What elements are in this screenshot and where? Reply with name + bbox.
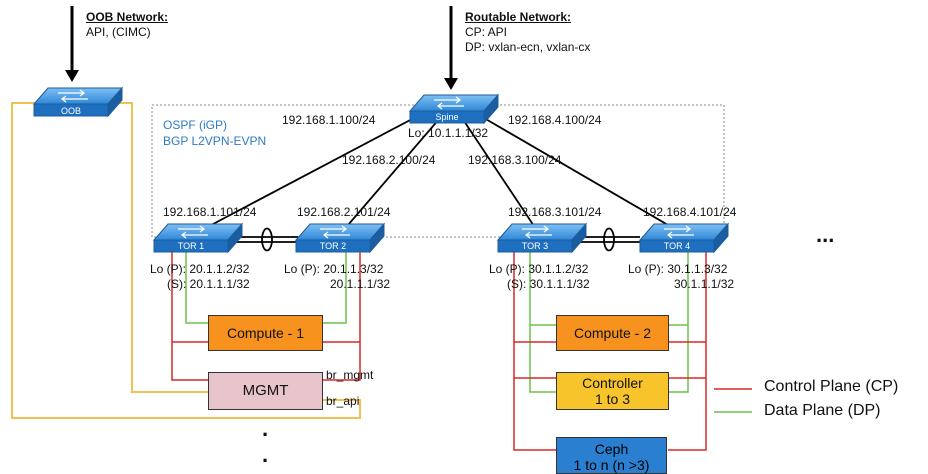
protocol-igp: OSPF (iGP) (163, 118, 228, 132)
oob-network-title: OOB Network: (86, 10, 169, 24)
tor2-ip: 192.168.2.101/24 (297, 205, 391, 219)
spine-switch-label: Spine (435, 112, 459, 122)
routable-network-dp: DP: vxlan-ecn, vxlan-cx (465, 40, 591, 54)
more-tors-ellipsis: ... (816, 222, 835, 247)
tor2-switch (294, 222, 386, 254)
compute-2-label: Compute - 2 (573, 325, 652, 341)
uplink-1-ip: 192.168.1.100/24 (282, 113, 376, 127)
tor3-loopback-primary: Lo (P): 30.1.1.2/32 (489, 262, 589, 276)
tor-peer-links (236, 227, 640, 252)
ceph-node: Ceph 1 to n (n >3) (556, 437, 667, 474)
ceph-label: Ceph (594, 440, 629, 457)
tor3-switch-label: TOR 3 (521, 241, 549, 251)
tor4-loopback-primary: Lo (P): 30.1.1.3/32 (628, 262, 728, 276)
spine-uplinks (197, 117, 681, 233)
tor2-loopback-primary: Lo (P): 20.1.1.3/32 (284, 262, 384, 276)
spine-switch (408, 93, 500, 125)
tor1-switch (152, 222, 244, 254)
uplink-3-ip: 192.168.3.100/24 (468, 153, 562, 167)
uplink-2-ip: 192.168.2.100/24 (342, 153, 436, 167)
tor3-switch (496, 222, 588, 254)
more-nodes-dot-1: . (262, 416, 269, 441)
tor1-switch-label: TOR 1 (177, 241, 205, 251)
routable-network-title: Routable Network: (465, 10, 572, 24)
data-plane-links (185, 252, 752, 413)
legend-control-plane: Control Plane (CP) (764, 378, 899, 395)
bridge-mgmt: br_mgmt (326, 368, 374, 382)
tor4-switch (638, 222, 730, 254)
protocol-bgp: BGP L2VPN-EVPN (163, 134, 267, 148)
mgmt-label: MGMT (242, 382, 289, 399)
oob-switch-label: OOB (60, 106, 81, 116)
bridge-api: br_api (326, 394, 360, 408)
control-plane-links (171, 252, 752, 451)
tor3-ip: 192.168.3.101/24 (508, 205, 602, 219)
spine-loopback: Lo: 10.1.1.1/32 (408, 126, 489, 140)
tor1-loopback-primary: Lo (P): 20.1.1.2/32 (150, 262, 250, 276)
tor4-ip: 192.168.4.101/24 (643, 205, 737, 219)
controller-node: Controller 1 to 3 (556, 372, 669, 410)
oob-network-arrow (65, 6, 79, 82)
oob-network-desc: API, (CIMC) (86, 25, 151, 39)
tor2-loopback-secondary: 20.1.1.1/32 (330, 277, 391, 291)
tor3-loopback-secondary: (S): 30.1.1.1/32 (507, 277, 590, 291)
compute-2-node: Compute - 2 (556, 315, 669, 351)
legend-data-plane: Data Plane (DP) (764, 402, 881, 419)
compute-1-label: Compute - 1 (226, 325, 305, 341)
tor4-loopback-secondary: 30.1.1.1/32 (674, 277, 735, 291)
routable-network-cp: CP: API (465, 25, 508, 39)
compute-1-node: Compute - 1 (208, 315, 323, 351)
more-nodes-dot-2: . (262, 442, 269, 467)
mgmt-node: MGMT (208, 372, 323, 410)
oob-switch (32, 86, 124, 118)
tor2-switch-label: TOR 2 (319, 241, 347, 251)
controller-label: Controller (582, 375, 643, 391)
tor4-switch-label: TOR 4 (663, 241, 691, 251)
tor1-ip: 192.168.1.101/24 (163, 205, 257, 219)
ceph-count: 1 to n (n >3) (573, 456, 650, 473)
routable-network-arrow (444, 6, 458, 90)
tor1-loopback-secondary: (S): 20.1.1.1/32 (167, 277, 250, 291)
uplink-4-ip: 192.168.4.100/24 (508, 113, 602, 127)
controller-count: 1 to 3 (594, 391, 631, 407)
